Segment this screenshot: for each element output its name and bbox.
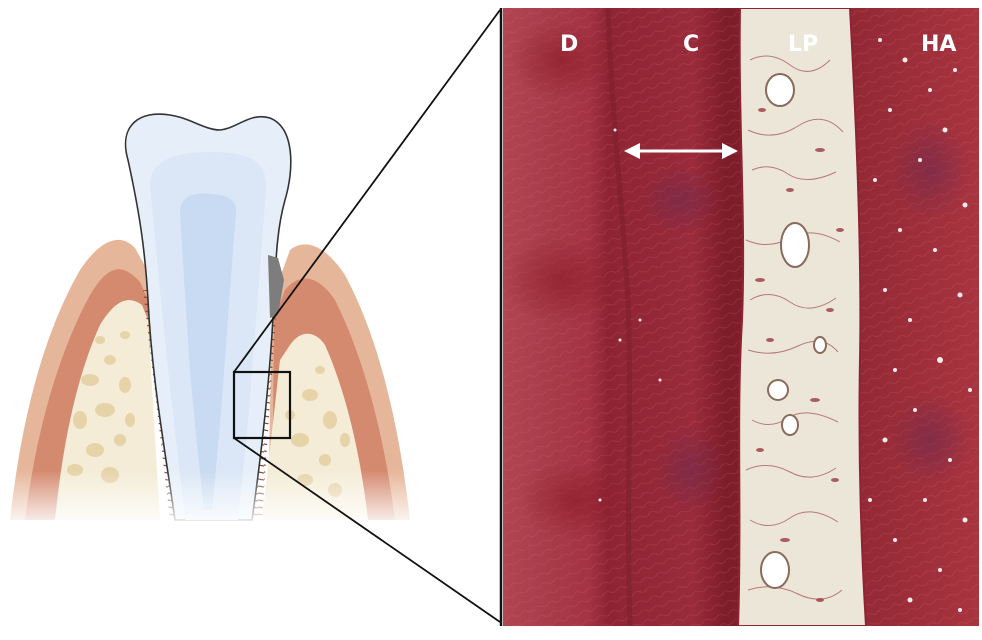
label-cementum: C <box>683 32 699 57</box>
ligament-band <box>738 8 866 626</box>
label-dentin: D <box>560 32 578 57</box>
tooth-diagram <box>0 10 500 622</box>
histology-micrograph: D C LP HA <box>500 8 979 626</box>
label-ligament: LP <box>788 32 818 57</box>
label-bone: HA <box>921 32 956 57</box>
